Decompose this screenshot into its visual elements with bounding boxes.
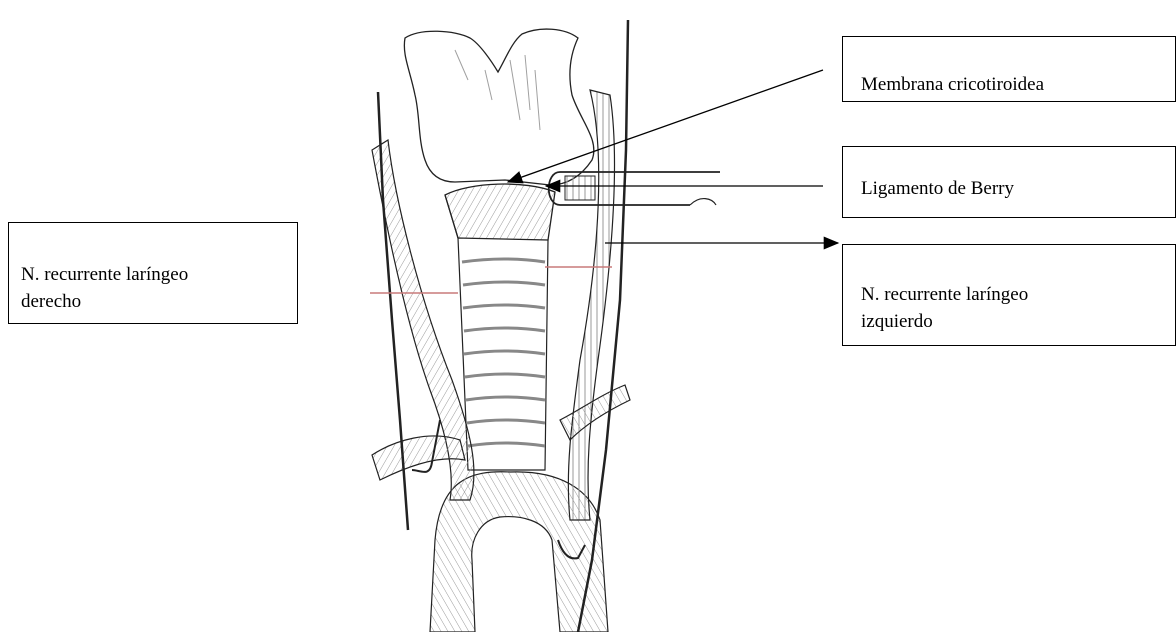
left-nerve-text-line2: izquierdo: [861, 308, 1175, 335]
membrana-cricotiroidea-label: Membrana cricotiroidea: [842, 36, 1176, 102]
membrana-text: Membrana cricotiroidea: [861, 73, 1175, 97]
left-nerve-text-line1: N. recurrente laríngeo: [861, 281, 1175, 308]
retractor-instrument: [549, 172, 720, 205]
left-recurrent-nerve-label: N. recurrente laríngeo izquierdo: [842, 244, 1176, 346]
berry-text: Ligamento de Berry: [861, 177, 1175, 201]
right-nerve-text-line2: derecho: [21, 288, 297, 315]
right-recurrent-nerve-label: N. recurrente laríngeo derecho: [8, 222, 298, 324]
ligamento-de-berry-label: Ligamento de Berry: [842, 146, 1176, 218]
right-nerve-text-line1: N. recurrente laríngeo: [21, 261, 297, 288]
trachea: [458, 238, 548, 470]
